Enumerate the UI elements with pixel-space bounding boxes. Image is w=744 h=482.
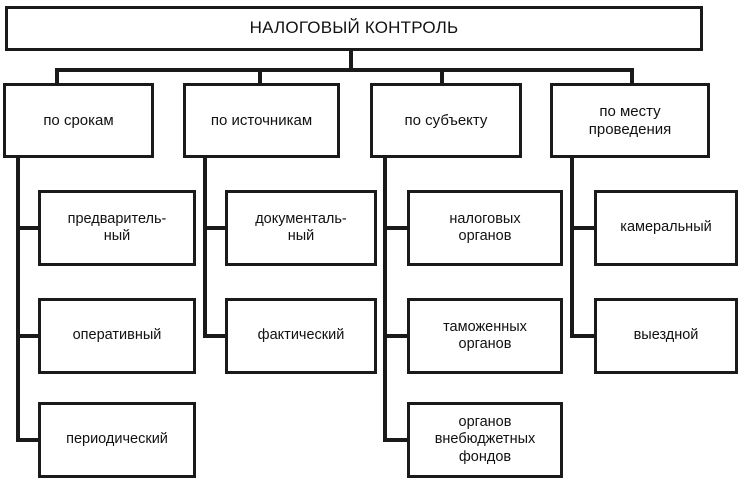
node-root-label: НАЛОГОВЫЙ КОНТРОЛЬ bbox=[249, 18, 459, 38]
node-leaf-organov-vnebyudzhetnyh-fondov: органов внебюджетных фондов bbox=[407, 402, 563, 478]
node-leaf-operativny: оперативный bbox=[38, 298, 196, 374]
node-branch-po-srokam: по срокам bbox=[3, 83, 154, 158]
node-branch-po-mestu-provedeniya: по месту проведения bbox=[550, 83, 710, 158]
connector-root-stem bbox=[349, 51, 353, 70]
node-leaf-predvaritelny: предваритель- ный bbox=[38, 190, 196, 266]
node-leaf-3-3-label: органов внебюджетных фондов bbox=[434, 414, 536, 465]
stub-branch-2-child-1 bbox=[203, 226, 227, 230]
node-branch-1-label: по срокам bbox=[43, 111, 114, 129]
stub-branch-4-child-2 bbox=[570, 334, 596, 338]
stub-branch-2-child-2 bbox=[203, 334, 227, 338]
stub-branch-1-child-3 bbox=[16, 438, 40, 442]
node-leaf-4-1-label: камеральный bbox=[620, 219, 712, 236]
node-leaf-3-2-label: таможенных органов bbox=[443, 318, 527, 352]
node-leaf-2-1-label: документаль- ный bbox=[255, 210, 347, 244]
node-leaf-2-2-label: фактический bbox=[257, 327, 345, 344]
node-leaf-tamozhennyh-organov: таможенных органов bbox=[407, 298, 563, 374]
node-leaf-1-2-label: оперативный bbox=[72, 327, 162, 344]
spine-branch-1 bbox=[16, 156, 20, 442]
node-leaf-fakticheskiy: фактический bbox=[225, 298, 377, 374]
node-branch-3-label: по субъекту bbox=[404, 111, 488, 129]
stub-branch-1-child-2 bbox=[16, 334, 40, 338]
node-leaf-kameralny: камеральный bbox=[594, 190, 738, 266]
stub-branch-3-child-3 bbox=[383, 438, 409, 442]
spine-branch-2 bbox=[203, 156, 207, 338]
stub-branch-1-child-1 bbox=[16, 226, 40, 230]
node-branch-po-istochnikam: по источникам bbox=[183, 83, 340, 158]
spine-branch-3 bbox=[383, 156, 387, 442]
node-root-tax-control: НАЛОГОВЫЙ КОНТРОЛЬ bbox=[5, 6, 703, 51]
node-leaf-nalogovyh-organov: налоговых органов bbox=[407, 190, 563, 266]
node-leaf-1-3-label: периодический bbox=[66, 431, 168, 448]
stub-branch-4-child-1 bbox=[570, 226, 596, 230]
node-leaf-vyezdnoy: выездной bbox=[594, 298, 738, 374]
node-branch-2-label: по источникам bbox=[210, 111, 313, 129]
node-branch-4-label: по месту проведения bbox=[588, 102, 672, 138]
connector-drop-branch-3 bbox=[440, 68, 444, 84]
node-leaf-3-1-label: налоговых органов bbox=[449, 210, 521, 244]
stub-branch-3-child-1 bbox=[383, 226, 409, 230]
connector-drop-branch-2 bbox=[258, 68, 262, 84]
node-leaf-dokumentalny: документаль- ный bbox=[225, 190, 377, 266]
node-leaf-4-2-label: выездной bbox=[633, 327, 699, 344]
connector-drop-branch-4 bbox=[630, 68, 634, 84]
stub-branch-3-child-2 bbox=[383, 334, 409, 338]
connector-level2-bus bbox=[55, 68, 634, 72]
node-branch-po-subyektu: по субъекту bbox=[370, 83, 522, 158]
node-leaf-periodicheskiy: периодический bbox=[38, 402, 196, 478]
node-leaf-1-1-label: предваритель- ный bbox=[67, 210, 167, 244]
connector-drop-branch-1 bbox=[55, 68, 59, 84]
spine-branch-4 bbox=[570, 156, 574, 338]
